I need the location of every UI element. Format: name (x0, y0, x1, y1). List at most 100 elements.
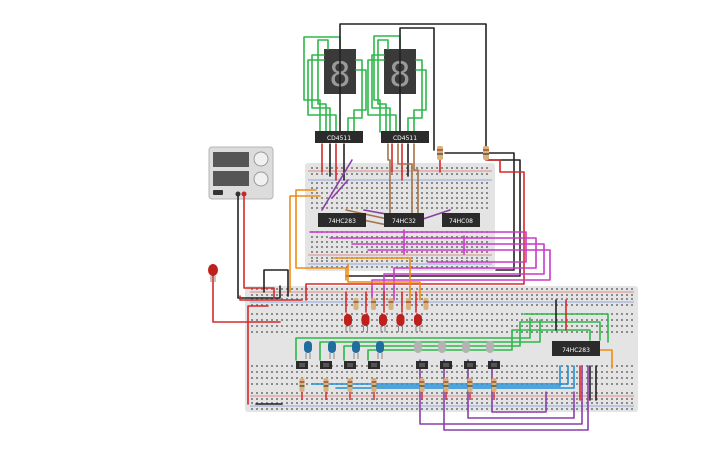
breadboard-hole[interactable] (561, 392, 563, 394)
breadboard-hole[interactable] (376, 167, 378, 169)
breadboard-hole[interactable] (466, 207, 468, 209)
breadboard-hole[interactable] (411, 325, 413, 327)
breadboard-hole[interactable] (426, 294, 428, 296)
breadboard-hole[interactable] (481, 241, 483, 243)
breadboard-hole[interactable] (336, 371, 338, 373)
breadboard-hole[interactable] (366, 241, 368, 243)
breadboard-hole[interactable] (286, 298, 288, 300)
breadboard-hole[interactable] (486, 313, 488, 315)
breadboard-hole[interactable] (451, 325, 453, 327)
breadboard-hole[interactable] (376, 331, 378, 333)
breadboard-hole[interactable] (361, 398, 363, 400)
breadboard-hole[interactable] (421, 236, 423, 238)
breadboard-hole[interactable] (346, 371, 348, 373)
breadboard-hole[interactable] (531, 398, 533, 400)
breadboard-hole[interactable] (451, 182, 453, 184)
breadboard-hole[interactable] (586, 319, 588, 321)
breadboard-hole[interactable] (266, 331, 268, 333)
breadboard-hole[interactable] (396, 402, 398, 404)
breadboard-hole[interactable] (631, 325, 633, 327)
breadboard-hole[interactable] (436, 408, 438, 410)
breadboard-hole[interactable] (436, 402, 438, 404)
breadboard-hole[interactable] (471, 304, 473, 306)
breadboard-hole[interactable] (411, 313, 413, 315)
breadboard-hole[interactable] (376, 202, 378, 204)
breadboard-hole[interactable] (361, 298, 363, 300)
breadboard-hole[interactable] (336, 377, 338, 379)
wire-green[interactable] (413, 69, 427, 133)
breadboard-hole[interactable] (406, 319, 408, 321)
breadboard-hole[interactable] (511, 325, 513, 327)
breadboard-hole[interactable] (406, 402, 408, 404)
breadboard-hole[interactable] (336, 294, 338, 296)
breadboard-hole[interactable] (456, 313, 458, 315)
breadboard-hole[interactable] (346, 377, 348, 379)
breadboard-hole[interactable] (516, 398, 518, 400)
breadboard-hole[interactable] (406, 246, 408, 248)
breadboard-hole[interactable] (421, 408, 423, 410)
breadboard-hole[interactable] (431, 257, 433, 259)
breadboard-hole[interactable] (311, 207, 313, 209)
breadboard-hole[interactable] (511, 294, 513, 296)
breadboard-hole[interactable] (476, 392, 478, 394)
wire-green[interactable] (319, 319, 541, 361)
breadboard-hole[interactable] (451, 202, 453, 204)
breadboard-hole[interactable] (401, 260, 403, 262)
breadboard-hole[interactable] (416, 371, 418, 373)
breadboard-hole[interactable] (391, 331, 393, 333)
breadboard-hole[interactable] (426, 260, 428, 262)
breadboard-hole[interactable] (356, 313, 358, 315)
breadboard-hole[interactable] (596, 298, 598, 300)
breadboard-hole[interactable] (451, 304, 453, 306)
breadboard-hole[interactable] (341, 187, 343, 189)
breadboard-hole[interactable] (501, 298, 503, 300)
breadboard-hole[interactable] (466, 241, 468, 243)
breadboard-hole[interactable] (451, 331, 453, 333)
breadboard-hole[interactable] (386, 325, 388, 327)
breadboard-hole[interactable] (601, 288, 603, 290)
breadboard-hole[interactable] (331, 266, 333, 268)
resistor[interactable] (371, 298, 376, 310)
breadboard-hole[interactable] (481, 197, 483, 199)
breadboard-hole[interactable] (626, 398, 628, 400)
breadboard-hole[interactable] (411, 241, 413, 243)
breadboard-hole[interactable] (421, 173, 423, 175)
breadboard-hole[interactable] (496, 377, 498, 379)
power-supply-voltage-knob[interactable] (253, 151, 269, 167)
breadboard-hole[interactable] (296, 377, 298, 379)
breadboard-hole[interactable] (451, 173, 453, 175)
wire-red[interactable] (247, 305, 269, 405)
breadboard-hole[interactable] (366, 298, 368, 300)
breadboard-hole[interactable] (476, 402, 478, 404)
breadboard-hole[interactable] (486, 319, 488, 321)
breadboard-hole[interactable] (346, 197, 348, 199)
breadboard-hole[interactable] (546, 319, 548, 321)
breadboard-hole[interactable] (381, 246, 383, 248)
breadboard-hole[interactable] (421, 331, 423, 333)
breadboard-hole[interactable] (316, 257, 318, 259)
breadboard-hole[interactable] (381, 377, 383, 379)
breadboard-hole[interactable] (311, 402, 313, 404)
breadboard-hole[interactable] (471, 325, 473, 327)
breadboard-hole[interactable] (476, 260, 478, 262)
breadboard-hole[interactable] (451, 241, 453, 243)
breadboard-hole[interactable] (331, 325, 333, 327)
breadboard-hole[interactable] (306, 288, 308, 290)
breadboard-hole[interactable] (381, 266, 383, 268)
breadboard-hole[interactable] (516, 402, 518, 404)
breadboard-hole[interactable] (396, 266, 398, 268)
breadboard-hole[interactable] (341, 251, 343, 253)
breadboard-hole[interactable] (391, 236, 393, 238)
breadboard-hole[interactable] (426, 371, 428, 373)
breadboard-hole[interactable] (421, 304, 423, 306)
breadboard-hole[interactable] (466, 260, 468, 262)
breadboard-hole[interactable] (251, 304, 253, 306)
breadboard-hole[interactable] (421, 260, 423, 262)
breadboard-hole[interactable] (486, 304, 488, 306)
breadboard-hole[interactable] (351, 266, 353, 268)
breadboard-hole[interactable] (396, 294, 398, 296)
breadboard-hole[interactable] (311, 313, 313, 315)
breadboard-hole[interactable] (591, 402, 593, 404)
breadboard-hole[interactable] (451, 288, 453, 290)
breadboard-hole[interactable] (406, 236, 408, 238)
